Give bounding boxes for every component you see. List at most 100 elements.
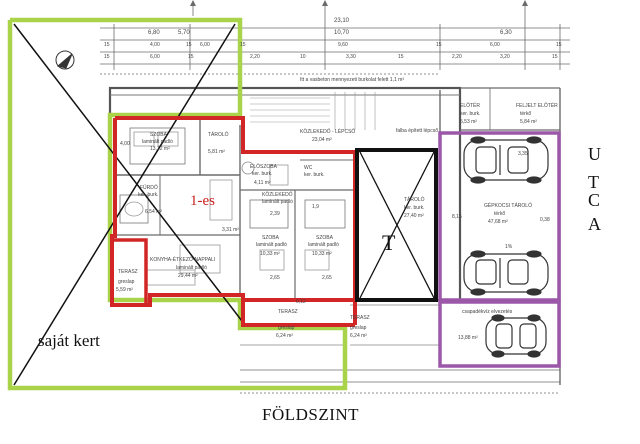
garden-outline <box>7 17 348 391</box>
room-area: 10,33 m² <box>312 251 332 257</box>
dim-row3-6: 15 <box>398 54 404 60</box>
room-area: 10,33 m² <box>260 251 280 257</box>
value-label: 3,35 <box>518 151 528 157</box>
corridor-label: KÖZLEKEDŐ - LÉPCSŐ <box>300 129 356 135</box>
dim-row3-8: 3,20 <box>500 54 510 60</box>
car-middle <box>463 250 549 296</box>
dim-row2-8: 15 <box>556 42 562 48</box>
dim-row1-3: 6,30 <box>500 30 512 36</box>
room-area: 5,84 m² <box>520 119 537 125</box>
room-name: KONYHA-ÉTKEZŐ-NAPPALI <box>150 257 216 263</box>
dim-row1-0: 6,80 <box>148 30 160 36</box>
parking-outline <box>438 300 561 368</box>
room-name: SZOBA <box>150 132 167 138</box>
room-area: 13,88 m² <box>458 335 478 341</box>
dim-row3-0: 15 <box>104 54 110 60</box>
room-detail: laminált padló <box>142 139 173 145</box>
room-detail: laminált padló <box>262 199 293 205</box>
dim-overall: 23,10 <box>334 18 350 24</box>
room-name: WC <box>304 165 313 171</box>
dim-row2-4: 15 <box>240 42 246 48</box>
north-arrow-icon <box>55 50 75 70</box>
room-name: TERASZ <box>350 315 370 321</box>
unit-label: 1-es <box>190 193 215 209</box>
room-area: 27,40 m² <box>404 213 424 219</box>
room-name: TÁROLÓ <box>404 197 425 203</box>
street-letter: T <box>588 172 600 192</box>
room-area: 5,59 m² <box>116 287 133 293</box>
room-name: KÖZLEKEDŐ <box>262 192 293 198</box>
room-detail: ker. burk. <box>138 192 159 198</box>
drawing-linework <box>100 0 570 394</box>
dim-row3-1: 6,00 <box>150 54 160 60</box>
dim-row2-7: 6,00 <box>490 42 500 48</box>
value-label: 3,31 m² <box>222 227 239 233</box>
terrace-outline <box>110 238 148 307</box>
room-area: 5,81 m² <box>208 149 225 155</box>
room-name: ELŐSZOBA <box>250 164 277 170</box>
dim-row3-9: 15 <box>552 54 558 60</box>
room-detail: laminált padló <box>256 242 287 248</box>
storage-cross <box>359 151 435 299</box>
dim-row3-4: 10 <box>300 54 306 60</box>
room-detail: ker. burk. <box>252 171 273 177</box>
footer-title: FÖLDSZINT <box>262 405 360 424</box>
street-letter: U <box>588 144 602 164</box>
value-label: 0,12 <box>296 299 306 305</box>
room-detail: greslap <box>278 325 295 331</box>
dim-row2-1: 4,00 <box>150 42 160 48</box>
room-detail: ker. burk. <box>304 172 325 178</box>
room-name: TERASZ <box>278 309 298 315</box>
room-area: 4,11 m² <box>254 180 271 186</box>
t-label: T <box>382 230 396 255</box>
room-detail: ker. burk. <box>404 205 425 211</box>
value-label: 2,39 <box>270 211 280 217</box>
room-name: csapadékvíz elvezetés <box>462 309 513 315</box>
car-icon <box>463 136 549 358</box>
room-area: 13,12 m² <box>150 146 170 152</box>
dim-row3-3: 2,20 <box>250 54 260 60</box>
corridor-area: 23,04 m² <box>312 137 332 143</box>
room-detail: laminált padló <box>308 242 339 248</box>
dim-row2-0: 15 <box>104 42 110 48</box>
parking-note: Itt a vasbeton mennyezeti burkolat felet… <box>300 77 404 83</box>
storage-outline <box>355 148 438 302</box>
dim-row2-3: 6,00 <box>200 42 210 48</box>
dim-row2-2: 15 <box>186 42 192 48</box>
own-garden-label: saját kert <box>38 331 100 350</box>
room-name: FELJELT ELŐTÉR <box>516 103 558 109</box>
car-bottom <box>485 314 547 358</box>
room-name: SZOBA <box>262 235 279 241</box>
room-area: 29,44 m² <box>178 273 198 279</box>
room-name: TÁROLÓ <box>208 132 229 138</box>
room-detail: greslap <box>118 279 135 285</box>
dim-row2-5: 9,60 <box>338 42 348 48</box>
room-area: 6,54 m² <box>145 209 162 215</box>
dim-row3-5: 3,30 <box>346 54 356 60</box>
value-label: 0,38 <box>540 217 550 223</box>
dim-row3-2: 15 <box>188 54 194 60</box>
garage-outline <box>438 131 561 302</box>
value-label: 1,9 <box>312 204 319 210</box>
street-letter: C <box>588 190 602 210</box>
room-detail: ker. burk. <box>460 111 481 117</box>
value-label: 2,65 <box>322 275 332 281</box>
room-name: GÉPKOCSI TÁROLÓ <box>484 203 532 209</box>
dim-row2-6: 15 <box>436 42 442 48</box>
room-name: ELŐTÉR <box>460 103 481 109</box>
room-area: 6,24 m² <box>276 333 293 339</box>
value-label: 4,00 <box>120 141 130 147</box>
room-area: 47,68 m² <box>488 219 508 225</box>
stair-note: falba épített lépcső <box>396 128 438 134</box>
dim-row3-7: 2,20 <box>452 54 462 60</box>
room-detail: laminált padló <box>176 265 207 271</box>
room-detail: térkő <box>520 111 532 117</box>
dim-row1-2: 10,70 <box>334 30 350 36</box>
value-label: 8,15 <box>452 214 462 220</box>
room-name: SZOBA <box>316 235 333 241</box>
car-top <box>463 136 549 184</box>
street-letter: A <box>588 214 602 234</box>
value-label: 2,65 <box>270 275 280 281</box>
garden-cross <box>13 23 246 386</box>
